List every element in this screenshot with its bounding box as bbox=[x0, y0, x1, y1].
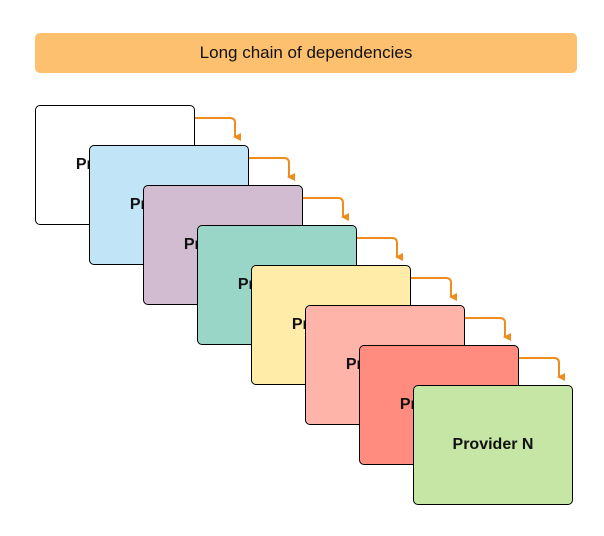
dependency-arrow bbox=[465, 317, 511, 341]
dependency-arrow bbox=[303, 197, 349, 221]
dependency-arrow bbox=[519, 357, 565, 381]
provider-label: Provider N bbox=[452, 436, 534, 453]
dependency-arrow bbox=[249, 157, 295, 181]
dependency-arrow bbox=[195, 117, 241, 141]
diagram-title: Long chain of dependencies bbox=[35, 33, 577, 73]
provider-card: Provider N bbox=[413, 385, 573, 505]
dependency-arrow bbox=[357, 237, 403, 261]
dependency-arrow bbox=[411, 277, 457, 301]
